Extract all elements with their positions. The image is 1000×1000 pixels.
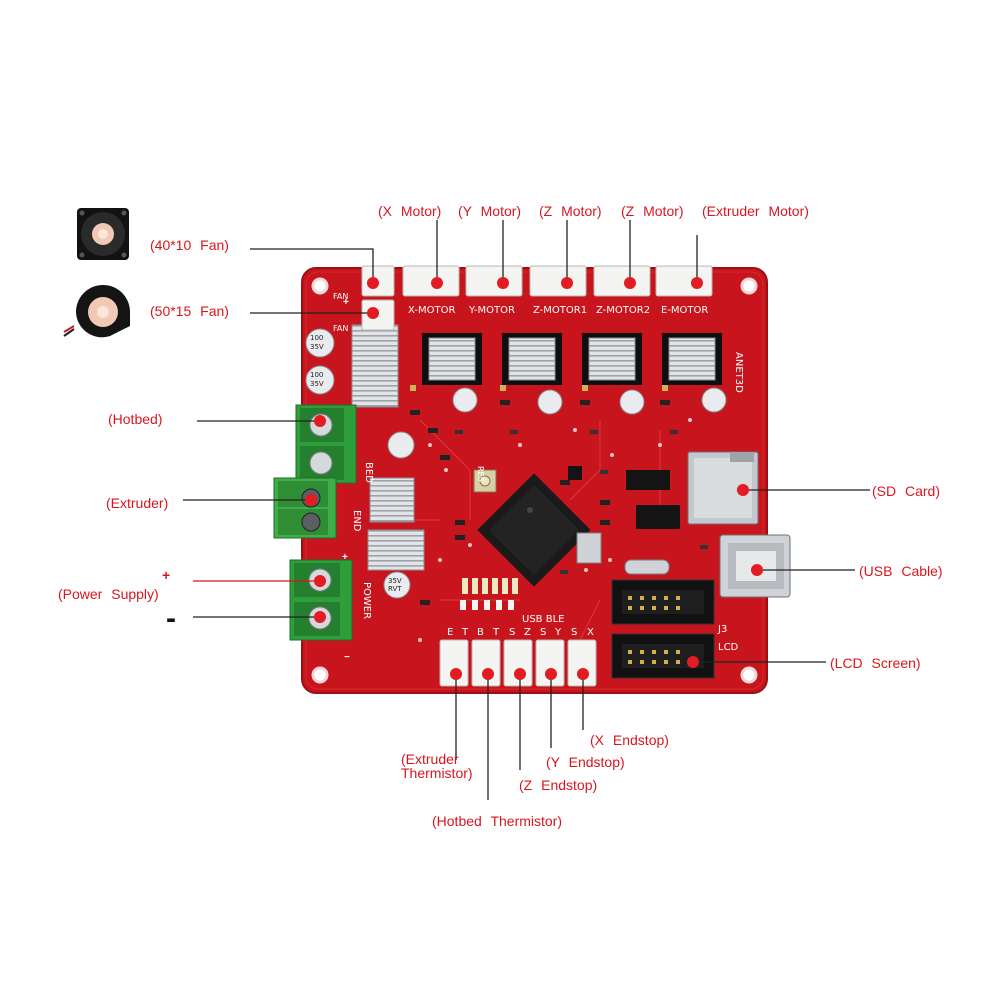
label-extruder-thermistor-1: (Extruder bbox=[401, 751, 459, 767]
callout-lines bbox=[183, 220, 870, 800]
cap3-line1: 35V bbox=[388, 577, 402, 585]
silk-fan1: FAN bbox=[333, 292, 348, 301]
motor-connectors bbox=[402, 265, 713, 297]
silk-x-motor: X-MOTOR bbox=[408, 305, 455, 316]
pin-s3: S bbox=[571, 627, 577, 638]
stepper-driver-heatsinks bbox=[422, 333, 722, 385]
status-leds bbox=[460, 578, 518, 610]
silk-fan2: FAN bbox=[333, 324, 348, 333]
capacitors: 100 35V 100 35V 35V RVT bbox=[305, 328, 727, 599]
label-sd-card: (SD Card) bbox=[872, 483, 940, 499]
silk-usb-ble: USB BLE bbox=[522, 614, 564, 625]
silk-power-plus: + bbox=[342, 552, 348, 563]
pin-b: B bbox=[477, 627, 484, 638]
label-power-minus: - bbox=[166, 602, 176, 635]
pin-e: E bbox=[447, 627, 453, 638]
pin-s1: S bbox=[509, 627, 515, 638]
sd-card-slot bbox=[687, 451, 759, 525]
label-usb-cable: (USB Cable) bbox=[859, 563, 943, 579]
silk-brand: ANET3D bbox=[733, 352, 744, 393]
silk-power-minus: − bbox=[344, 652, 350, 663]
cap1-line1: 100 bbox=[310, 334, 323, 342]
mounting-holes bbox=[311, 277, 758, 684]
smd-components bbox=[410, 385, 708, 605]
label-hotbed-thermistor: (Hotbed Thermistor) bbox=[432, 813, 562, 829]
label-fan-50: (50*15 Fan) bbox=[150, 303, 229, 319]
cap2-line1: 100 bbox=[310, 371, 323, 379]
label-y-endstop: (Y Endstop) bbox=[546, 754, 625, 770]
sensor-pin-labels: E T B T S Z S Y S X bbox=[447, 627, 594, 638]
pin-x: X bbox=[587, 627, 594, 638]
fan2-plus-mark: + bbox=[343, 297, 349, 308]
pin-s2: S bbox=[540, 627, 546, 638]
label-z-motor-1: (Z Motor) bbox=[539, 203, 602, 219]
fan-50x15-blower-icon bbox=[63, 285, 130, 338]
silk-e-motor: E-MOTOR bbox=[661, 305, 708, 316]
label-x-motor: (X Motor) bbox=[378, 203, 441, 219]
cap2-line2: 35V bbox=[310, 380, 324, 388]
silk-lcd: LCD bbox=[718, 642, 739, 653]
idc-headers bbox=[611, 579, 715, 679]
label-power-plus: + bbox=[162, 567, 170, 583]
label-fan-40: (40*10 Fan) bbox=[150, 237, 229, 253]
silk-res: RES bbox=[476, 466, 485, 482]
label-y-motor: (Y Motor) bbox=[458, 203, 521, 219]
label-z-endstop: (Z Endstop) bbox=[519, 777, 597, 793]
cap3-line2: RVT bbox=[388, 585, 402, 593]
callout-labels: (X Motor) (Y Motor) (Z Motor) (Z Motor) … bbox=[58, 203, 943, 829]
cap1-line2: 35V bbox=[310, 343, 324, 351]
reset-button bbox=[473, 469, 497, 493]
label-extruder-thermistor-2: Thermistor) bbox=[401, 765, 473, 781]
ic-chips bbox=[568, 466, 680, 575]
pin-z: Z bbox=[524, 627, 531, 638]
callout-dots bbox=[305, 277, 763, 680]
label-extruder: (Extruder) bbox=[106, 495, 168, 511]
silk-j3: J3 bbox=[717, 624, 727, 635]
fan-40x10-icon bbox=[77, 208, 129, 260]
mosfet-heatsinks bbox=[351, 324, 425, 571]
fan1-plus-mark: + bbox=[343, 259, 349, 270]
label-extruder-motor: (Extruder Motor) bbox=[702, 203, 809, 219]
sensor-connectors bbox=[439, 639, 597, 687]
silk-bed: BED bbox=[363, 462, 374, 483]
label-z-motor-2: (Z Motor) bbox=[621, 203, 684, 219]
pin-y: Y bbox=[554, 627, 562, 638]
label-power-supply: (Power Supply) bbox=[58, 586, 159, 602]
silk-y-motor: Y-MOTOR bbox=[468, 305, 515, 316]
pin-t2: T bbox=[492, 627, 500, 638]
silk-power: POWER bbox=[361, 582, 372, 619]
pin-t1: T bbox=[461, 627, 469, 638]
silk-z-motor1: Z-MOTOR1 bbox=[533, 305, 587, 316]
silk-z-motor2: Z-MOTOR2 bbox=[596, 305, 650, 316]
control-board: X-MOTOR Y-MOTOR Z-MOTOR1 Z-MOTOR2 E-MOTO… bbox=[273, 259, 791, 694]
label-hotbed: (Hotbed) bbox=[108, 411, 162, 427]
label-lcd-screen: (LCD Screen) bbox=[830, 655, 921, 671]
label-x-endstop: (X Endstop) bbox=[590, 732, 669, 748]
silk-end: END bbox=[351, 510, 362, 532]
